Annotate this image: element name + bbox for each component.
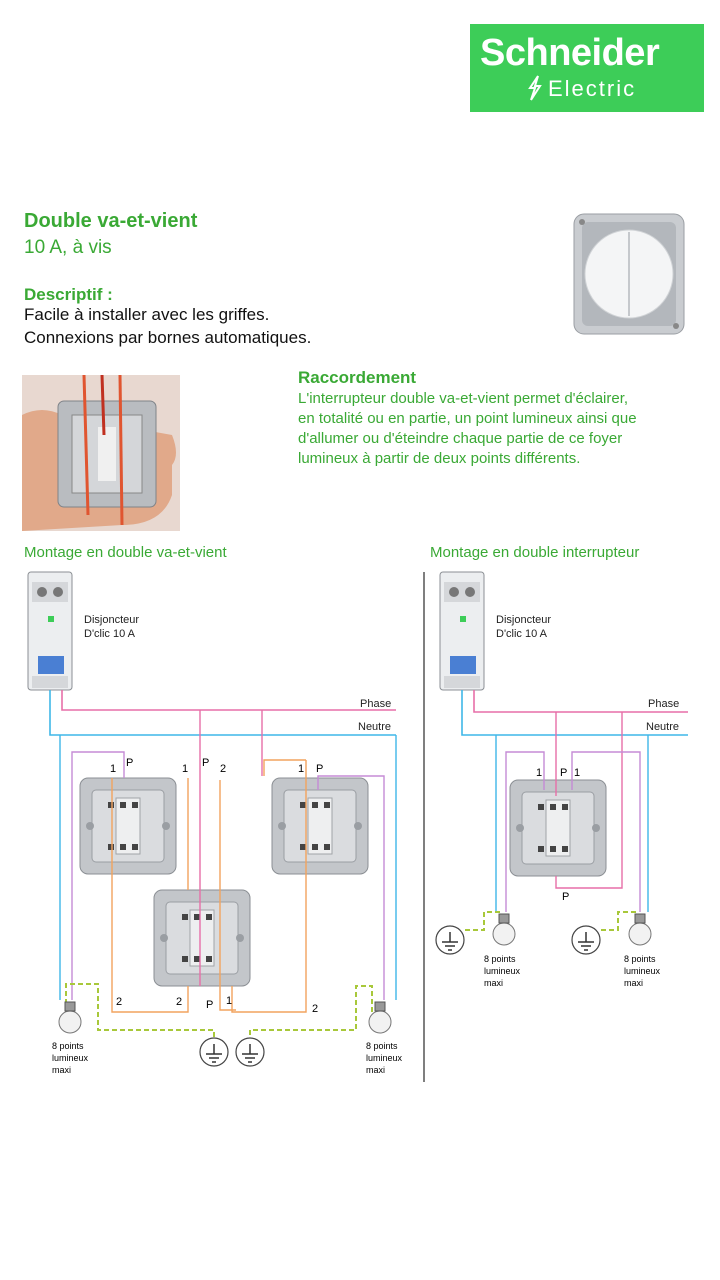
lamp-label: maxi [624, 978, 643, 988]
left-neutre-label: Neutre [358, 721, 391, 733]
product-title: Double va-et-vient [24, 210, 198, 232]
earth-symbol-icon [435, 925, 465, 955]
left-switch-1-icon [79, 777, 177, 875]
terminal-label: P [126, 757, 133, 769]
earth-symbol-icon [199, 1037, 229, 1067]
raccordement-heading: Raccordement [298, 368, 417, 387]
terminal-label: P [316, 763, 323, 775]
right-switch-1-icon [271, 777, 369, 875]
terminal-label: P [560, 767, 567, 779]
raccordement-line: L'interrupteur double va-et-vient permet… [298, 390, 629, 407]
brand-name-line1: Schneider [480, 32, 660, 74]
raccordement-line: en totalité ou en partie, un point lumin… [298, 410, 637, 427]
center-double-switch-icon [153, 889, 251, 987]
terminal-label: 1 [298, 763, 304, 775]
left-lamp-2-icon [368, 1001, 392, 1034]
left-breaker-label-1: Disjoncteur [84, 614, 139, 626]
product-subtitle: 10 A, à vis [24, 237, 112, 258]
left-lamp-1-icon [58, 1001, 82, 1034]
lamp-label: 8 points [484, 954, 516, 964]
lamp-label: maxi [484, 978, 503, 988]
terminal-label: 1 [574, 767, 580, 779]
earth-symbol-icon [571, 925, 601, 955]
installation-hand-photo [22, 375, 180, 531]
right-phase-label: Phase [648, 698, 679, 710]
schneider-electric-logo: Schneider Electric [470, 24, 704, 112]
terminal-label: 1 [226, 995, 232, 1007]
right-lamp-1-icon [492, 913, 516, 946]
right-neutre-label: Neutre [646, 721, 679, 733]
lamp-label: lumineux [366, 1053, 403, 1063]
lamp-label: 8 points [52, 1041, 84, 1051]
descriptif-heading: Descriptif : [24, 285, 113, 304]
terminal-label: 2 [312, 1003, 318, 1015]
raccordement-line: d'allumer ou d'éteindre chaque partie de… [298, 430, 623, 447]
descriptif-line: Facile à installer avec les griffes. [24, 305, 270, 324]
brand-lightning-icon [528, 75, 542, 101]
lamp-label: lumineux [484, 966, 521, 976]
terminal-label: 2 [116, 996, 122, 1008]
right-diagram-title: Montage en double interrupteur [430, 544, 640, 561]
wiring-diagrams: Disjoncteur D'clic 10 A Phase Neutre 1 P… [27, 571, 688, 1082]
terminal-label: P [206, 999, 213, 1011]
lamp-label: 8 points [624, 954, 656, 964]
left-breaker-label-2: D'clic 10 A [84, 628, 136, 640]
earth-symbol-icon [235, 1037, 265, 1067]
left-phase-label: Phase [360, 698, 391, 710]
terminal-label: 1 [536, 767, 542, 779]
switch-product-photo [573, 213, 685, 335]
left-breaker-icon [27, 571, 73, 691]
descriptif-line: Connexions par bornes automatiques. [24, 328, 312, 347]
terminal-label: P [562, 891, 569, 903]
lamp-label: maxi [366, 1065, 385, 1075]
right-breaker-icon [439, 571, 485, 691]
terminal-label: P [202, 757, 209, 769]
lamp-label: lumineux [624, 966, 661, 976]
right-lamp-2-icon [628, 913, 652, 946]
lamp-label: lumineux [52, 1053, 89, 1063]
right-double-switch-icon [509, 779, 607, 877]
terminal-label: 2 [176, 996, 182, 1008]
left-diagram-title: Montage en double va-et-vient [24, 544, 227, 561]
lamp-label: maxi [52, 1065, 71, 1075]
right-breaker-label-1: Disjoncteur [496, 614, 551, 626]
lamp-label: 8 points [366, 1041, 398, 1051]
brand-name-line2: Electric [548, 76, 637, 101]
right-breaker-label-2: D'clic 10 A [496, 628, 548, 640]
terminal-label: 1 [182, 763, 188, 775]
raccordement-line: lumineux à partir de deux points différe… [298, 450, 581, 467]
terminal-label: 1 [110, 763, 116, 775]
terminal-label: 2 [220, 763, 226, 775]
